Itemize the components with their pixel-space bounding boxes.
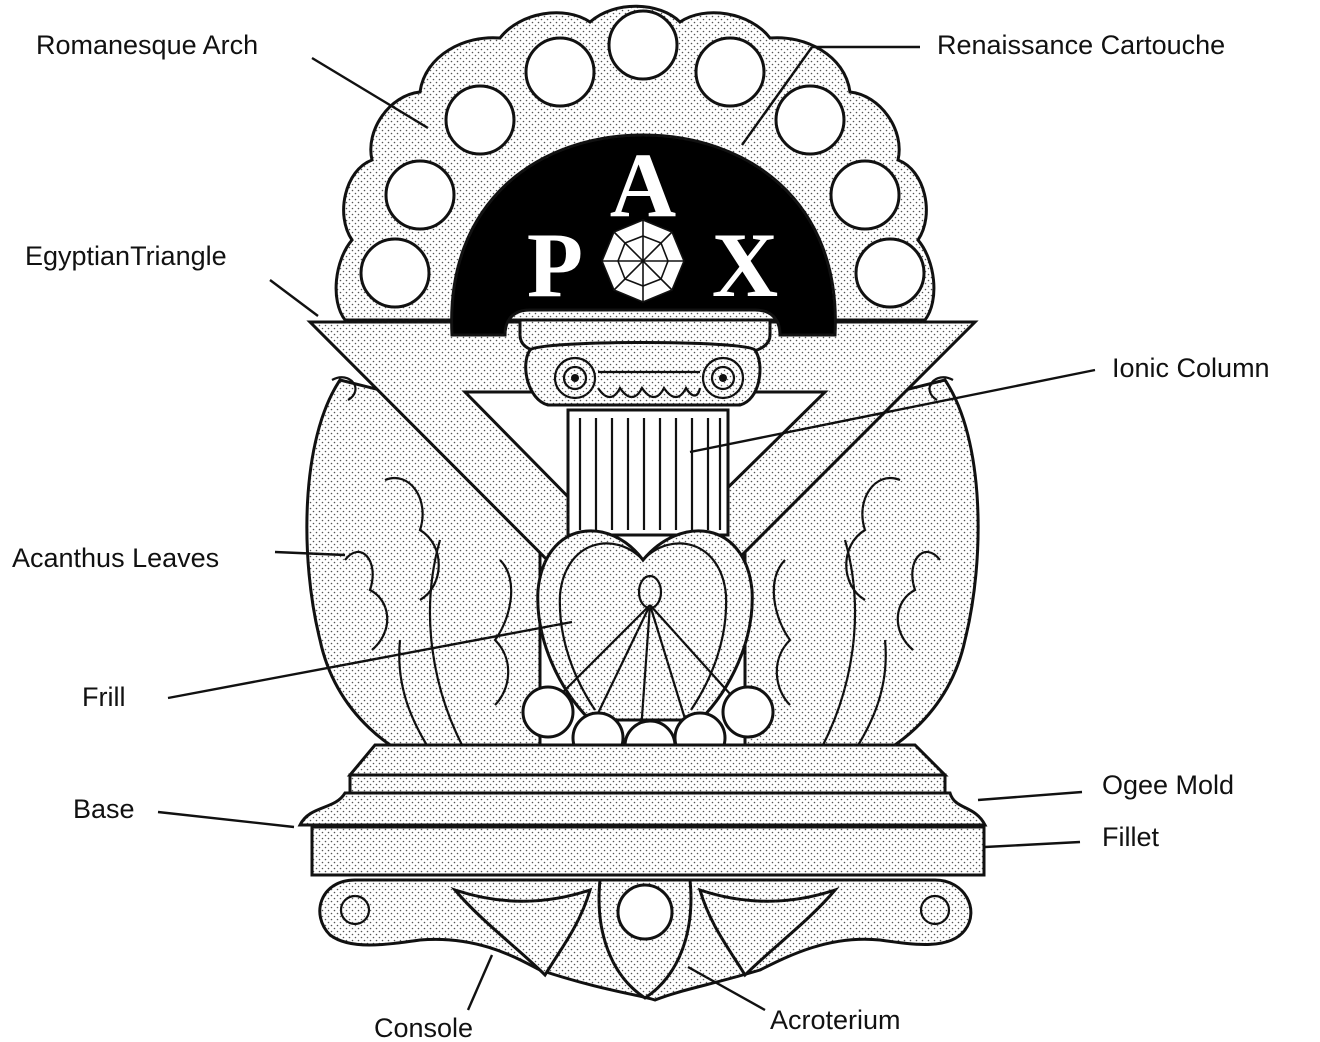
- arch-medallion: [361, 239, 429, 307]
- arch-medallion: [831, 161, 899, 229]
- label-acroterium: Acroterium: [770, 1005, 901, 1035]
- jewel-icon: [602, 220, 684, 302]
- leader-egyptian-triangle: [270, 280, 318, 316]
- leader-ogee-mold: [978, 792, 1082, 800]
- frill-pearl: [523, 687, 573, 737]
- label-renaissance-cartouche: Renaissance Cartouche: [937, 30, 1225, 60]
- label-acanthus-leaves: Acanthus Leaves: [12, 543, 219, 573]
- label-egyptian-triangle: EgyptianTriangle: [25, 241, 227, 271]
- arch-medallion: [526, 38, 594, 106]
- label-ionic-column: Ionic Column: [1112, 353, 1270, 383]
- fillet: [312, 827, 984, 875]
- acroterium-medallion: [618, 885, 672, 939]
- label-fillet: Fillet: [1102, 822, 1160, 852]
- label-frill: Frill: [82, 682, 125, 712]
- leader-console: [468, 955, 492, 1010]
- leader-base: [158, 812, 294, 827]
- label-console: Console: [374, 1013, 473, 1042]
- frill: [523, 531, 773, 771]
- ogee-band: [350, 775, 945, 793]
- arch-medallion: [856, 239, 924, 307]
- arch-medallion: [776, 86, 844, 154]
- arch-medallion: [609, 11, 677, 79]
- arch-medallion: [696, 38, 764, 106]
- monogram-letter-p: P: [527, 214, 583, 316]
- arch-medallion: [446, 86, 514, 154]
- leader-fillet: [985, 842, 1080, 847]
- label-ogee-mold: Ogee Mold: [1102, 770, 1234, 800]
- frill-pearl: [723, 687, 773, 737]
- monogram-letter-x: X: [712, 214, 778, 316]
- base-assembly: [300, 745, 985, 875]
- console-assembly: [320, 880, 971, 1000]
- plinth: [350, 745, 945, 775]
- arch-medallion: [386, 161, 454, 229]
- label-base: Base: [73, 794, 135, 824]
- ogee-mold: [300, 793, 985, 825]
- label-romanesque-arch: Romanesque Arch: [36, 30, 258, 60]
